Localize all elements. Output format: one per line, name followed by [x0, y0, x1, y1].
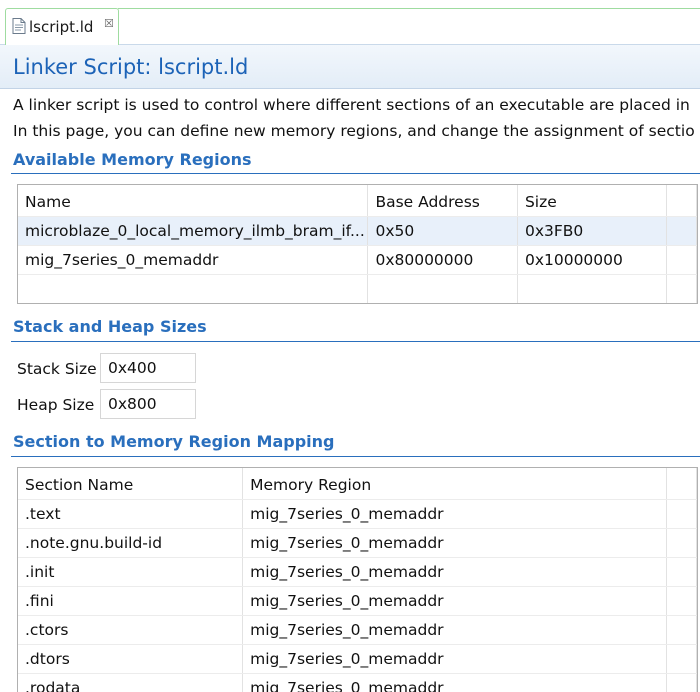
section-divider	[11, 173, 700, 174]
region-size-cell[interactable]: 0x3FB0	[517, 216, 668, 246]
form-header: Linker Script: lscript.ld	[0, 44, 700, 89]
section-name-cell[interactable]: .note.gnu.build-id	[18, 528, 244, 558]
empty-cell	[517, 274, 668, 303]
table-row[interactable]: microblaze_0_local_memory_ilmb_bram_if..…	[18, 216, 697, 246]
form-body: A linker script is used to control where…	[0, 89, 700, 692]
memory-region-cell[interactable]: mig_7series_0_memaddr	[242, 615, 668, 645]
empty-cell	[18, 274, 369, 303]
section-name-cell[interactable]: .text	[18, 499, 244, 529]
tab-label: lscript.ld	[29, 18, 94, 36]
section-mapping-table: Section Name Memory Region .text mig_7se…	[17, 467, 698, 692]
column-header-name[interactable]: Name	[18, 185, 369, 217]
heap-size-input[interactable]	[100, 389, 196, 419]
memory-region-cell[interactable]: mig_7series_0_memaddr	[242, 586, 668, 616]
table-row[interactable]: .dtors mig_7series_0_memaddr	[18, 644, 697, 674]
file-icon	[12, 18, 26, 34]
row-filler	[666, 586, 697, 616]
column-header-size[interactable]: Size	[517, 185, 668, 217]
memory-region-cell[interactable]: mig_7series_0_memaddr	[242, 499, 668, 529]
section-name-cell[interactable]: .rodata	[18, 673, 244, 692]
memory-region-cell[interactable]: mig_7series_0_memaddr	[242, 528, 668, 558]
description-line-2: In this page, you can define new memory …	[13, 122, 695, 140]
table-header-row: Section Name Memory Region	[18, 468, 697, 500]
section-name-cell[interactable]: .dtors	[18, 644, 244, 674]
empty-cell	[367, 274, 518, 303]
heap-size-label: Heap Size	[17, 396, 95, 414]
column-header-base-address[interactable]: Base Address	[367, 185, 518, 217]
section-name-cell[interactable]: .fini	[18, 586, 244, 616]
section-mapping-grid: Section Name Memory Region .text mig_7se…	[18, 468, 697, 692]
editor-tab-strip: lscript.ld ☒	[0, 0, 700, 45]
region-base-cell[interactable]: 0x80000000	[367, 245, 518, 275]
table-header-row: Name Base Address Size	[18, 185, 697, 217]
page-title: Linker Script: lscript.ld	[13, 55, 249, 79]
column-header-section-name[interactable]: Section Name	[18, 468, 244, 500]
section-title-stack-heap: Stack and Heap Sizes	[13, 317, 207, 336]
stack-size-label: Stack Size	[17, 360, 97, 378]
stack-size-input[interactable]	[100, 353, 196, 383]
table-row[interactable]: .note.gnu.build-id mig_7series_0_memaddr	[18, 528, 697, 558]
column-header-memory-region[interactable]: Memory Region	[242, 468, 668, 500]
column-header-filler	[666, 185, 697, 217]
row-filler	[666, 499, 697, 529]
section-name-cell[interactable]: .init	[18, 557, 244, 587]
row-filler	[666, 245, 697, 275]
row-filler	[666, 528, 697, 558]
table-row[interactable]: .text mig_7series_0_memaddr	[18, 499, 697, 529]
row-filler	[666, 615, 697, 645]
memory-regions-grid: Name Base Address Size microblaze_0_loca…	[18, 185, 697, 303]
region-name-cell[interactable]: mig_7series_0_memaddr	[18, 245, 369, 275]
column-header-filler	[666, 468, 697, 500]
memory-region-cell[interactable]: mig_7series_0_memaddr	[242, 644, 668, 674]
section-name-cell[interactable]: .ctors	[18, 615, 244, 645]
description-line-1: A linker script is used to control where…	[13, 96, 690, 114]
section-divider	[11, 341, 700, 342]
table-row[interactable]: .rodata mig_7series_0_memaddr	[18, 673, 697, 692]
section-title-section-mapping: Section to Memory Region Mapping	[13, 432, 335, 451]
region-size-cell[interactable]: 0x10000000	[517, 245, 668, 275]
table-row[interactable]: .fini mig_7series_0_memaddr	[18, 586, 697, 616]
table-row-empty	[18, 274, 697, 303]
row-filler	[666, 557, 697, 587]
memory-region-cell[interactable]: mig_7series_0_memaddr	[242, 557, 668, 587]
row-filler	[666, 274, 697, 303]
section-divider	[11, 456, 700, 457]
region-base-cell[interactable]: 0x50	[367, 216, 518, 246]
table-row[interactable]: .init mig_7series_0_memaddr	[18, 557, 697, 587]
row-filler	[666, 673, 697, 692]
row-filler	[666, 216, 697, 246]
close-icon[interactable]: ☒	[104, 17, 114, 30]
section-title-memory-regions: Available Memory Regions	[13, 150, 252, 169]
memory-regions-table: Name Base Address Size microblaze_0_loca…	[17, 184, 698, 304]
editor-tab-lscript[interactable]: lscript.ld ☒	[5, 8, 119, 45]
memory-region-cell[interactable]: mig_7series_0_memaddr	[242, 673, 668, 692]
row-filler	[666, 644, 697, 674]
table-row[interactable]: .ctors mig_7series_0_memaddr	[18, 615, 697, 645]
table-row[interactable]: mig_7series_0_memaddr 0x80000000 0x10000…	[18, 245, 697, 275]
region-name-cell[interactable]: microblaze_0_local_memory_ilmb_bram_if..…	[18, 216, 369, 246]
